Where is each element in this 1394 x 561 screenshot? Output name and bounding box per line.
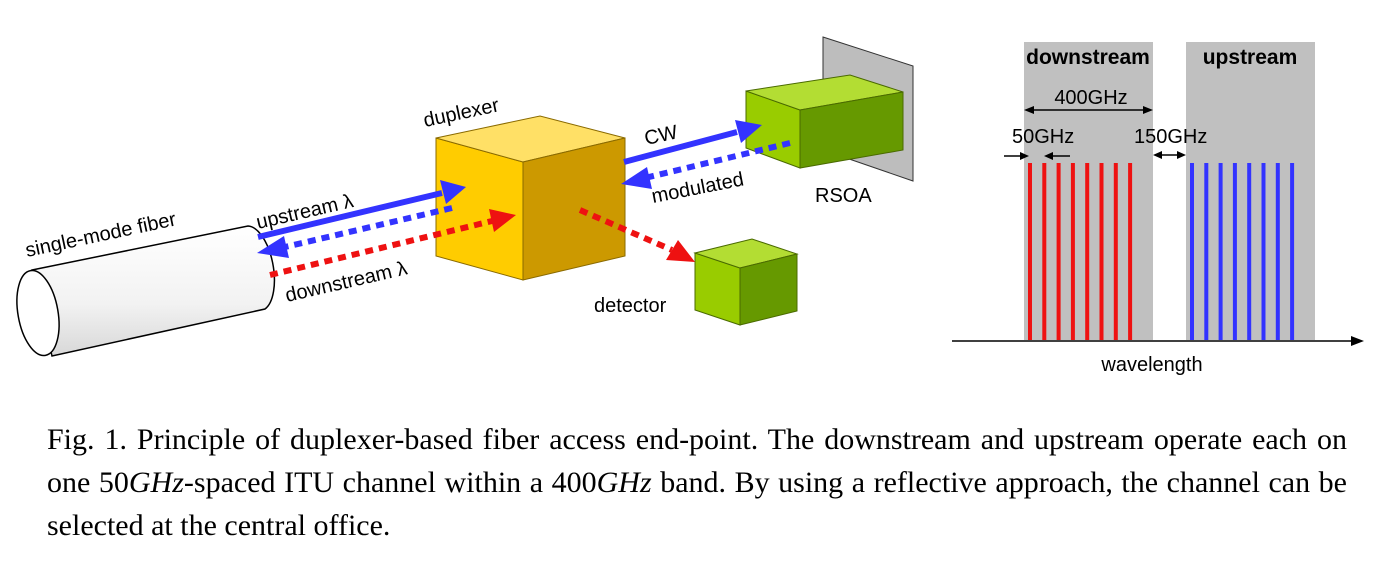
upstream-arrow xyxy=(257,180,466,240)
fiber-cylinder xyxy=(16,225,276,357)
caption-middle: -spaced ITU channel within a 400 xyxy=(183,466,597,499)
detector-label: detector xyxy=(594,295,667,317)
upstream-channel-line xyxy=(1290,163,1295,340)
upstream-channel-line xyxy=(1261,163,1266,340)
upstream-channels xyxy=(1190,163,1295,340)
channel-spacing-arrows xyxy=(1004,152,1070,160)
upstream-band-title: upstream xyxy=(1203,46,1298,69)
downstream-channel-line xyxy=(1028,163,1032,340)
downstream-channel-line xyxy=(1070,163,1075,340)
downstream-band-title: downstream xyxy=(1026,46,1150,69)
wavelength-axis xyxy=(952,336,1364,346)
figure-diagram: single-mode fiber duplexer RSOA detector… xyxy=(16,36,1364,376)
duplexer-cube xyxy=(435,115,626,281)
caption-unit-2: GHz xyxy=(596,466,652,499)
downstream-channel-line xyxy=(1085,163,1090,340)
upstream-channel-line xyxy=(1204,163,1209,340)
upstream-channel-line xyxy=(1247,163,1252,340)
detector-arrow xyxy=(578,207,695,262)
band-width-arrow xyxy=(1024,106,1153,114)
detector-cube xyxy=(693,238,799,326)
guard-band-label: 150GHz xyxy=(1134,126,1207,148)
upstream-channel-line xyxy=(1190,163,1194,340)
guard-band-arrow xyxy=(1153,151,1186,159)
downstream-channels xyxy=(1028,163,1133,340)
caption-suffix: band. By using a reflective approach, th… xyxy=(47,466,1348,542)
modulated-arrow xyxy=(621,140,791,189)
band-width-label: 400GHz xyxy=(1054,87,1127,109)
caption-prefix: Fig. 1. Principle of duplexer-based fibe… xyxy=(47,423,1347,499)
downstream-channel-line xyxy=(1056,163,1061,340)
downstream-channel-line xyxy=(1113,163,1118,340)
figure-caption: Fig. 1. Principle of duplexer-based fibe… xyxy=(47,418,1347,547)
cw-arrow xyxy=(623,120,762,165)
caption-unit-1: GHz xyxy=(128,466,184,499)
downstream-channel-line xyxy=(1042,163,1047,340)
upstream-channel-line xyxy=(1218,163,1223,340)
rsoa-cube xyxy=(745,74,904,169)
rsoa-label: RSOA xyxy=(815,185,872,207)
channel-spacing-label: 50GHz xyxy=(1012,126,1074,148)
upstream-channel-line xyxy=(1275,163,1280,340)
downstream-channel-line xyxy=(1099,163,1104,340)
upstream-modulated-fiber-arrow xyxy=(257,205,453,258)
downstream-arrow xyxy=(269,209,516,278)
wavelength-axis-label: wavelength xyxy=(1100,354,1202,376)
upstream-channel-line xyxy=(1232,163,1237,340)
downstream-channel-line xyxy=(1128,163,1133,340)
